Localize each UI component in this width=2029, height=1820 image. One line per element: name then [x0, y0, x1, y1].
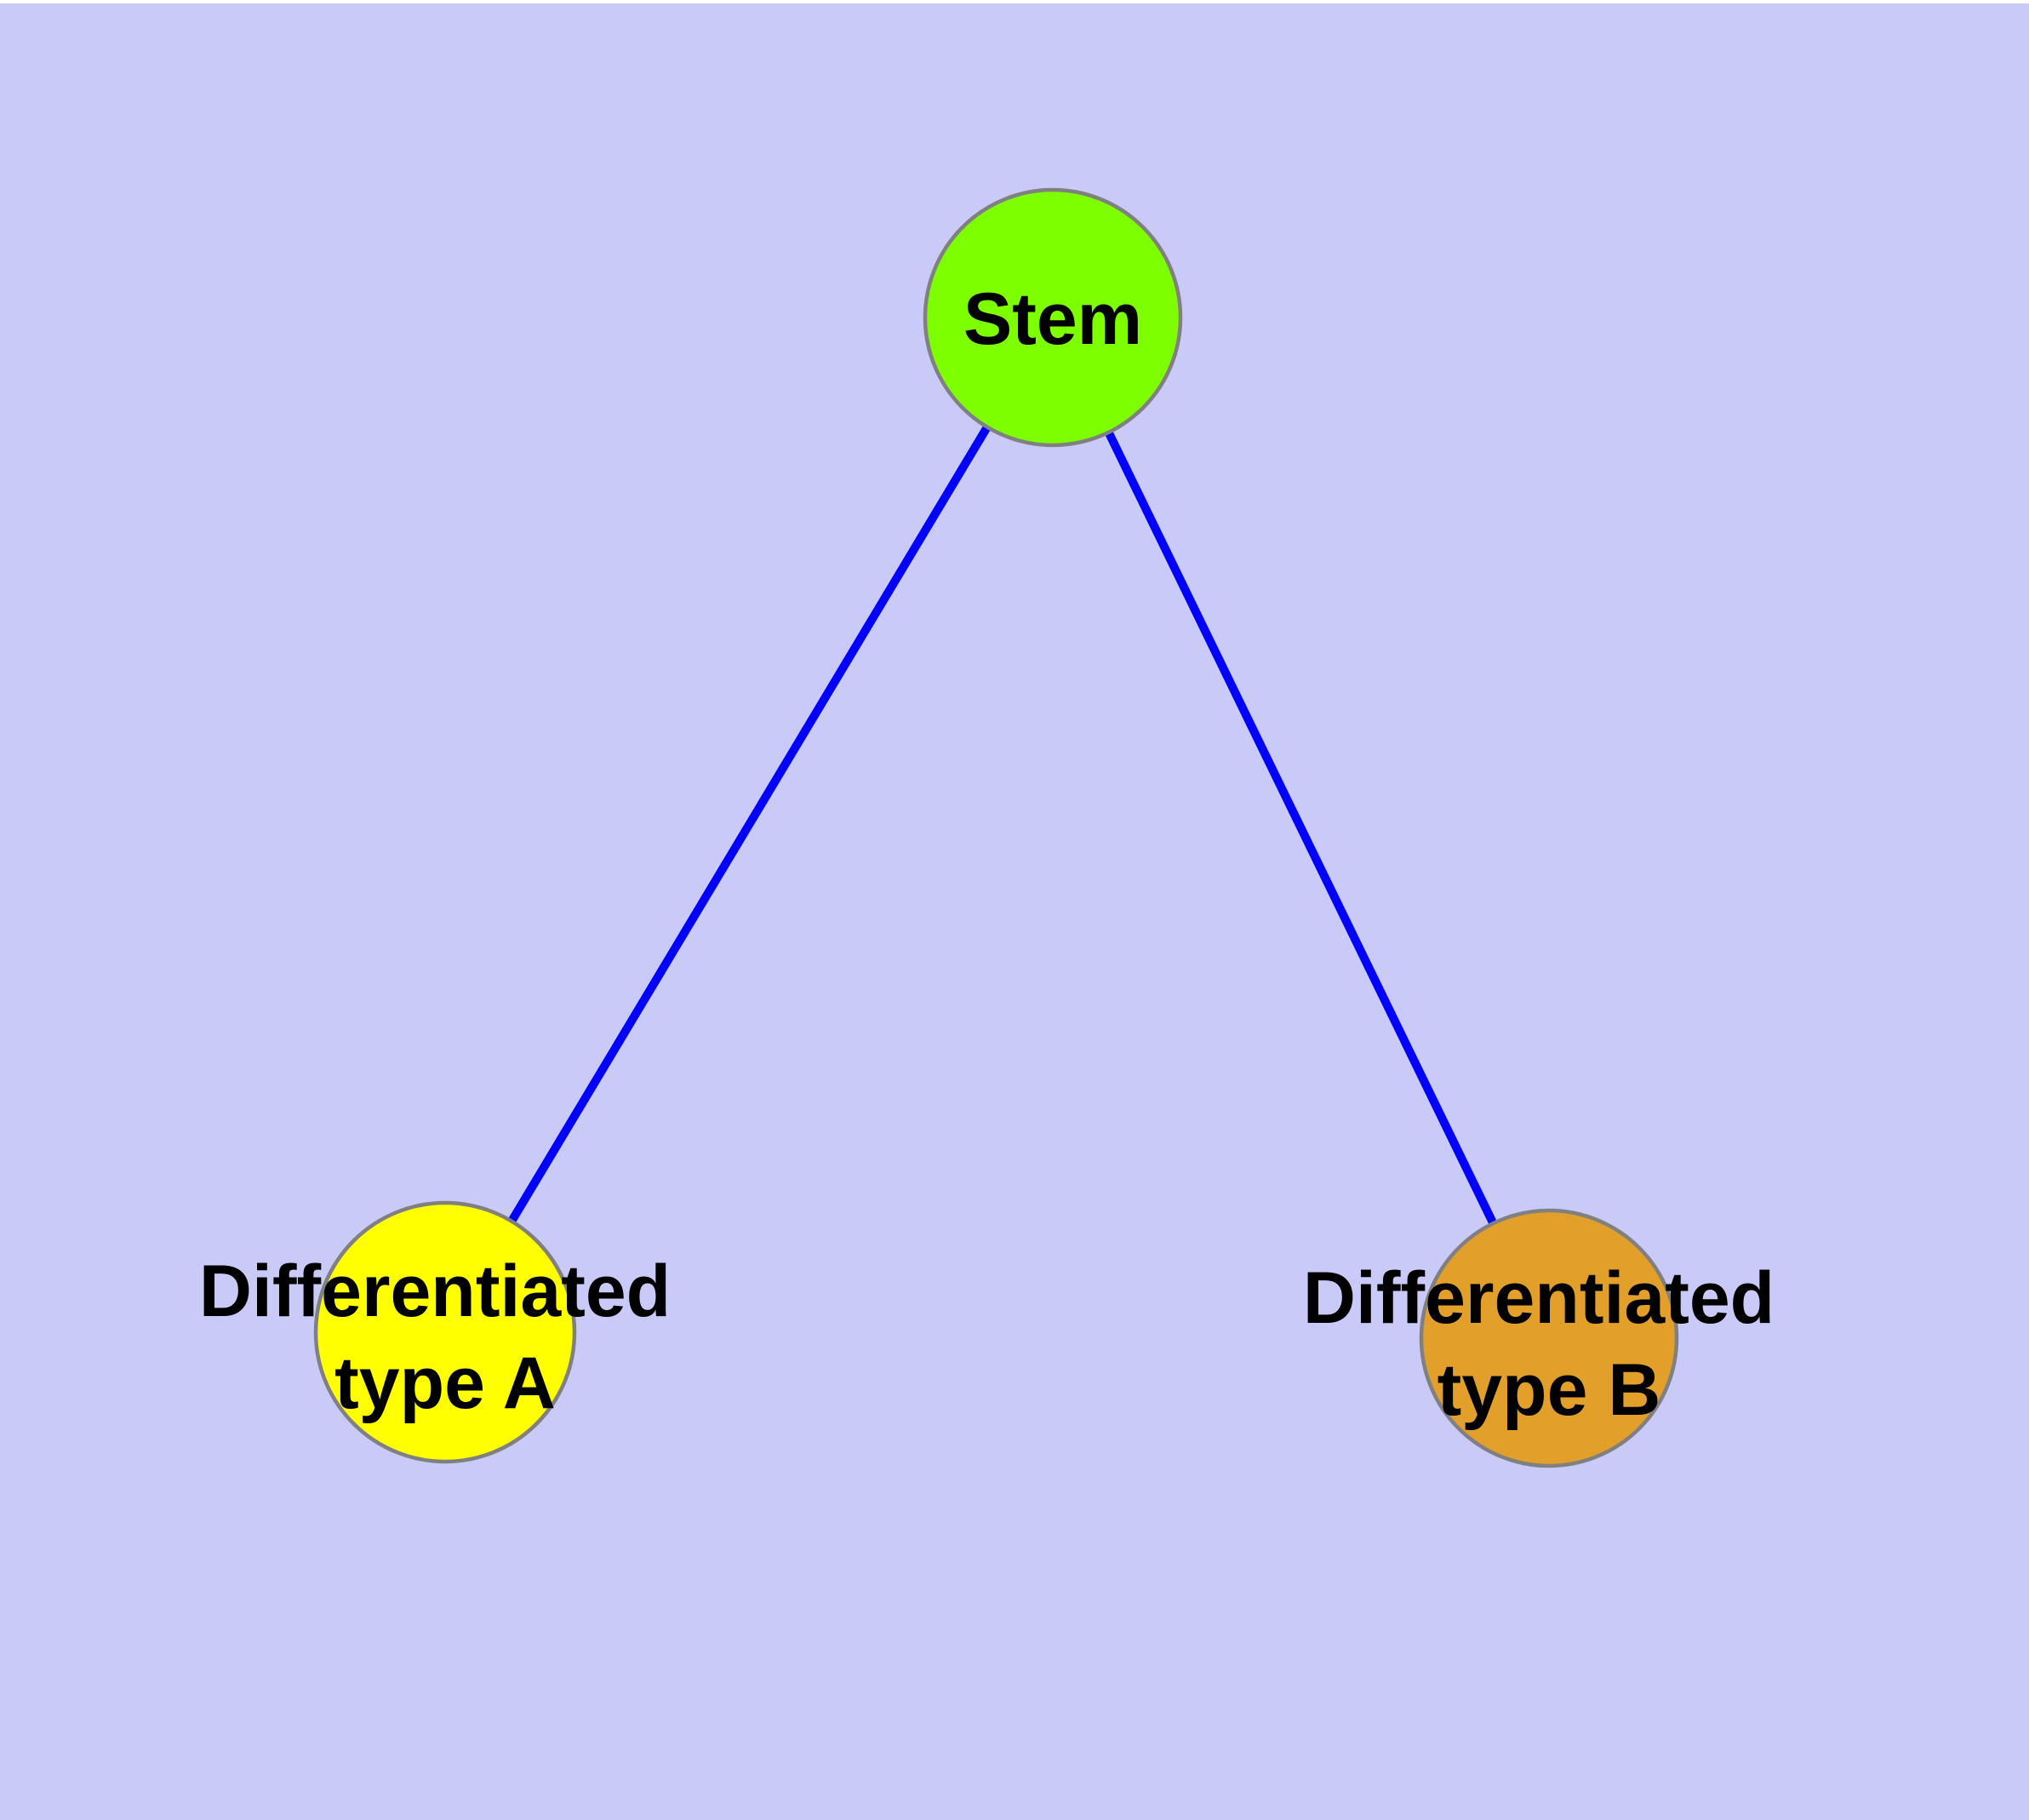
edge-stem-to-type-a [441, 315, 1057, 1335]
top-margin-strip [0, 0, 2029, 3]
node-type-a-label-line1: Differentiated [199, 1251, 671, 1332]
node-type-b-label: Differentiated type B [1303, 1257, 1795, 1431]
node-type-a-label: Differentiated type A [199, 1251, 691, 1424]
edge-stem-to-type-b [1049, 315, 1553, 1341]
node-type-b-label-line2: type B [1437, 1349, 1661, 1431]
node-type-a-label-line2: type A [334, 1342, 556, 1424]
node-stem-circle [923, 187, 1183, 448]
node-type-b-circle [1419, 1208, 1679, 1468]
node-type-b-label-line1: Differentiated [1303, 1257, 1775, 1339]
node-type-a-circle [313, 1200, 577, 1464]
node-stem-label: Stem [963, 278, 1142, 360]
